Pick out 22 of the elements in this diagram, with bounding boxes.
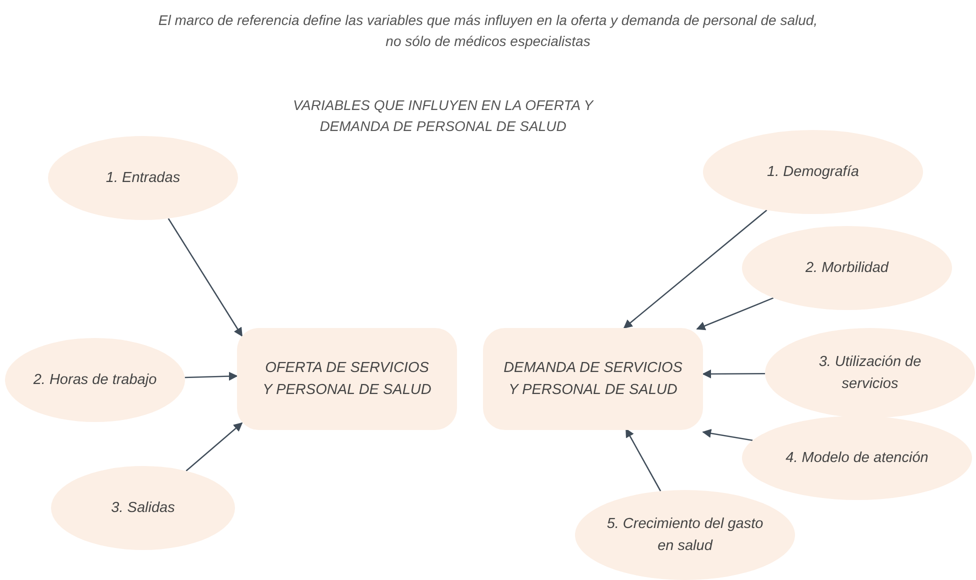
node-label: 2. Morbilidad	[805, 259, 888, 278]
arrow	[625, 428, 662, 492]
node-label: 1. Demografía	[767, 163, 859, 182]
arrow	[184, 372, 238, 381]
title: El marco de referencia define las variables que más influyen en la oferta y demanda de personal de salud, no sólo de médicos especialistas	[157, 11, 819, 51]
arrow	[623, 210, 768, 329]
rounded-box	[237, 328, 457, 430]
rounded-box	[483, 328, 703, 430]
arrow	[702, 428, 753, 442]
arrow	[702, 369, 766, 378]
node-label: 3. Salidas	[111, 499, 175, 518]
arrow	[168, 218, 243, 337]
node-label: OFERTA DE SERVICIOS Y PERSONAL DE SALUD	[262, 359, 432, 400]
node-label: 5. Crecimiento del gasto en salud	[606, 515, 764, 556]
node-label: 4. Modelo de atención	[786, 449, 928, 468]
node-label: 2. Horas de trabajo	[33, 371, 157, 390]
heading: VARIABLES QUE INFLUYEN EN LA OFERTA Y DEMANDA DE PERSONAL DE SALUD	[292, 96, 595, 136]
arrow	[696, 297, 774, 330]
arrow	[186, 422, 243, 472]
node-label: DEMANDA DE SERVICIOS Y PERSONAL DE SALUD	[503, 359, 683, 400]
node-label: 3. Utilización de servicios	[818, 353, 922, 394]
node-label: 1. Entradas	[106, 169, 180, 188]
